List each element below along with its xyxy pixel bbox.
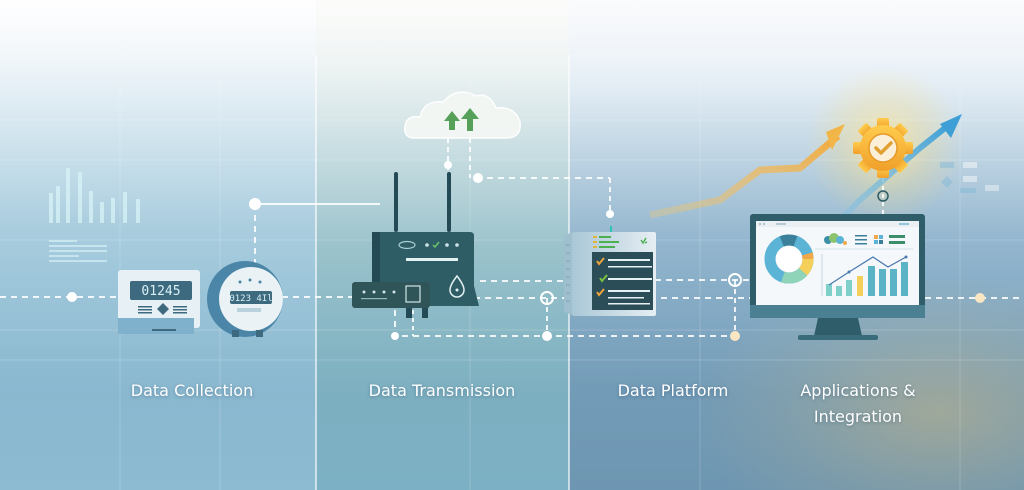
connection-node-ring [540,291,554,305]
connection-node-ring [728,273,742,287]
text-lines-decoration [49,240,107,262]
connection-node [730,331,740,341]
stage-label-data-transmission: Data Transmission [368,381,516,400]
connection-node [249,198,261,210]
stage-label-applications-line2: Integration [813,407,903,426]
round-meter-reading: 0123 4Il [229,294,272,304]
gear-check-icon [853,118,913,178]
round-meter-icon: 0123 4Il [207,261,283,337]
connection-node [391,332,399,340]
connection-node [444,161,452,169]
connection-node [975,293,985,303]
connection-node-ring [877,190,889,202]
bar-chart-icon [49,168,140,223]
box-meter-icon: 01245 [118,270,200,334]
connection-node [542,331,552,341]
stage-divider [315,55,317,490]
connection-node [67,292,77,302]
cloud-upload-icon [403,91,521,139]
connection-node [473,173,483,183]
box-meter-reading: 01245 [141,284,180,299]
donut-chart-icon [764,234,814,284]
server-checklist-icon [564,226,656,316]
stage-label-data-platform: Data Platform [617,381,729,400]
modem-icon [352,282,430,308]
mini-bar-chart [826,262,908,296]
stage-label-applications-line1: Applications & [800,381,916,400]
connection-nodes [67,161,985,341]
connection-node [606,210,614,218]
monitor-dashboard-icon [750,214,925,340]
stage-label-data-collection: Data Collection [130,381,254,400]
stage-label-applications-integration: Applications & Integration [765,378,951,430]
background-data-blocks [940,162,999,193]
